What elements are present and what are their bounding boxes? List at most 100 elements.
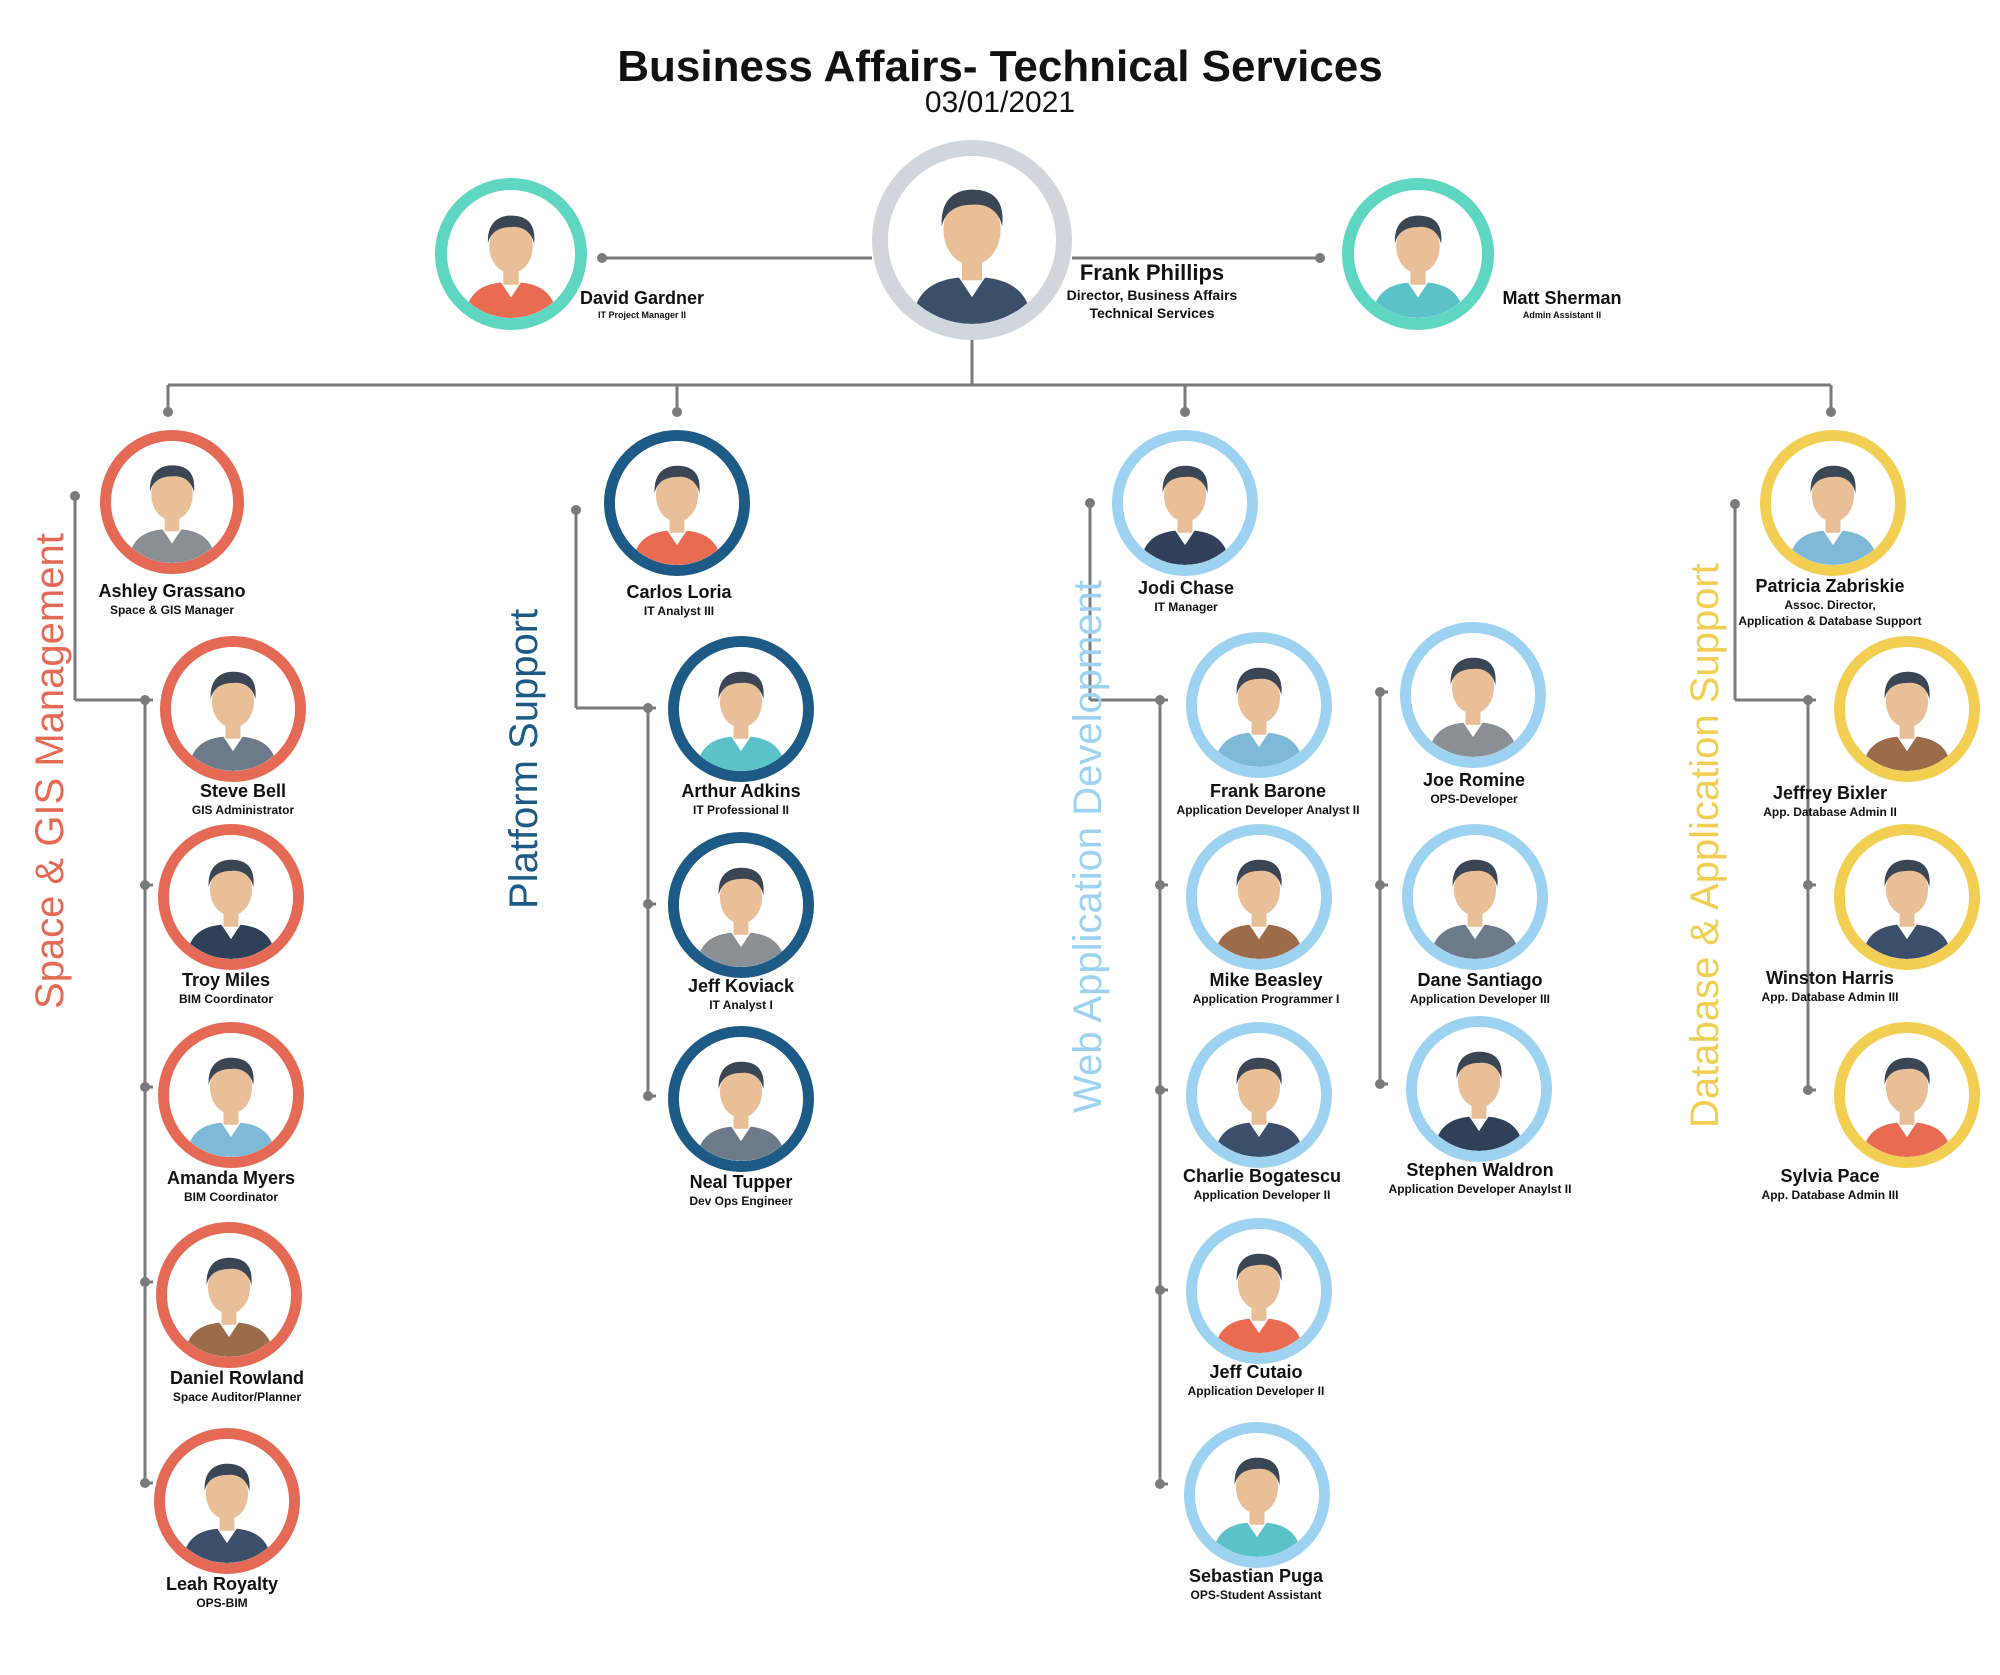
person-frank-barone: Frank Barone Application Developer Analy… xyxy=(1098,781,1438,818)
connector-dot xyxy=(597,253,607,263)
person-role: Application Programmer I xyxy=(1192,992,1340,1006)
person-icon xyxy=(1771,441,1895,565)
person-icon xyxy=(679,843,803,967)
person-role: Application Developer Anaylst II xyxy=(1388,1182,1572,1196)
person-amanda-myers: Amanda Myers BIM Coordinator xyxy=(61,1168,401,1205)
person-icon xyxy=(1197,1229,1321,1353)
person-role: IT Manager xyxy=(1154,600,1218,614)
person-icon xyxy=(1123,441,1247,565)
connector-dot xyxy=(1180,407,1190,417)
person-role: Application Developer II xyxy=(1187,1384,1325,1398)
person-role: Application Developer III xyxy=(1409,992,1551,1006)
person-icon xyxy=(1411,633,1535,757)
person-stephen-waldron: Stephen Waldron Application Developer An… xyxy=(1310,1160,1650,1197)
person-name: Charlie Bogatescu xyxy=(1182,1166,1342,1186)
chart-title: Business Affairs- Technical Services xyxy=(617,42,1383,91)
person-name: Sylvia Pace xyxy=(1780,1166,1880,1186)
avatar-daniel-rowland xyxy=(156,1222,302,1368)
person-name: Leah Royalty xyxy=(165,1574,279,1594)
person-role: App. Database Admin II xyxy=(1763,805,1897,819)
person-role: Admin Assistant II xyxy=(1522,310,1602,320)
connector-dot xyxy=(1803,880,1813,890)
avatar-troy-miles xyxy=(158,824,304,970)
person-sebastian-puga: Sebastian Puga OPS-Student Assistant xyxy=(1086,1566,1426,1603)
person-name: Neal Tupper xyxy=(689,1172,793,1192)
person-role: BIM Coordinator xyxy=(179,992,273,1006)
person-role: Application Developer Analyst II xyxy=(1176,803,1360,817)
person-role: IT Professional II xyxy=(692,803,790,817)
person-sylvia-pace: Sylvia Pace App. Database Admin III xyxy=(1660,1166,2000,1203)
person-icon xyxy=(169,1033,293,1157)
avatar-steve-bell xyxy=(160,636,306,782)
avatar-carlos-loria xyxy=(604,430,750,576)
avatar-jeffrey-bixler xyxy=(1834,636,1980,782)
person-name: Steve Bell xyxy=(199,781,287,801)
person-icon xyxy=(1197,1033,1321,1157)
avatar-winston-harris xyxy=(1834,824,1980,970)
avatar-jeff-cutaio xyxy=(1186,1218,1332,1364)
connector-dot xyxy=(1155,1285,1165,1295)
connector-dot xyxy=(140,695,150,705)
avatar-stephen-waldron xyxy=(1406,1016,1552,1162)
person-icon xyxy=(1354,190,1482,318)
person-role: Technical Services xyxy=(1089,305,1215,321)
avatar-jodi-chase xyxy=(1112,430,1258,576)
person-david-gardner: David Gardner IT Project Manager II xyxy=(472,288,812,321)
connector-dot xyxy=(643,703,653,713)
person-name: Sebastian Puga xyxy=(1188,1566,1324,1586)
person-name: Amanda Myers xyxy=(166,1168,296,1188)
person-winston-harris: Winston Harris App. Database Admin III xyxy=(1660,968,2000,1005)
person-name: Frank Phillips xyxy=(1079,260,1225,285)
person-role: GIS Administrator xyxy=(191,803,295,817)
person-role: Application Developer II xyxy=(1193,1188,1331,1202)
connector-dot xyxy=(163,407,173,417)
person-jodi-chase: Jodi Chase IT Manager xyxy=(1016,578,1356,615)
person-name: David Gardner xyxy=(579,288,705,308)
person-role: App. Database Admin III xyxy=(1761,1188,1899,1202)
dept-label-web-app: Web Application Development xyxy=(1066,580,1110,1113)
person-frank-phillips: Frank Phillips Director, Business Affair… xyxy=(982,260,1322,322)
person-icon xyxy=(1413,835,1537,959)
dept-label-database: Database & Application Support xyxy=(1683,563,1727,1128)
person-icon xyxy=(167,1233,291,1357)
connector-dot xyxy=(1803,1085,1813,1095)
person-joe-romine: Joe Romine OPS-Developer xyxy=(1304,770,1644,807)
person-jeff-cutaio: Jeff Cutaio Application Developer II xyxy=(1086,1362,1426,1399)
connector-dot xyxy=(643,1091,653,1101)
connector-dot xyxy=(140,880,150,890)
person-role: OPS-Developer xyxy=(1430,792,1518,806)
person-name: Joe Romine xyxy=(1422,770,1526,790)
person-role: IT Analyst III xyxy=(643,604,715,618)
avatar-frank-barone xyxy=(1186,632,1332,778)
person-role: Application & Database Support xyxy=(1738,614,1922,628)
avatar-leah-royalty xyxy=(154,1428,300,1574)
person-name: Mike Beasley xyxy=(1209,970,1323,990)
connector-dot xyxy=(1155,880,1165,890)
person-role: Space Auditor/Planner xyxy=(172,1390,302,1404)
avatar-frank-phillips xyxy=(872,140,1072,340)
person-icon xyxy=(447,190,575,318)
person-icon xyxy=(111,441,233,563)
person-dane-santiago: Dane Santiago Application Developer III xyxy=(1310,970,1650,1007)
person-name: Arthur Adkins xyxy=(681,781,801,801)
person-icon xyxy=(1197,835,1321,959)
person-carlos-loria: Carlos Loria IT Analyst III xyxy=(509,582,849,619)
person-icon xyxy=(1845,835,1969,959)
person-name: Jodi Chase xyxy=(1137,578,1235,598)
person-icon xyxy=(1417,1027,1541,1151)
person-role: OPS-Student Assistant xyxy=(1190,1588,1322,1602)
person-name: Winston Harris xyxy=(1766,968,1894,988)
person-role: IT Analyst I xyxy=(709,998,773,1012)
person-matt-sherman: Matt Sherman Admin Assistant II xyxy=(1392,288,1732,321)
person-steve-bell: Steve Bell GIS Administrator xyxy=(73,781,413,818)
person-name: Stephen Waldron xyxy=(1406,1160,1554,1180)
person-role: OPS-BIM xyxy=(196,1596,248,1610)
person-icon xyxy=(888,156,1056,324)
person-ashley-grassano: Ashley Grassano Space & GIS Manager xyxy=(2,581,342,618)
person-name: Jeff Koviack xyxy=(687,976,795,996)
person-name: Jeffrey Bixler xyxy=(1772,783,1888,803)
connector-dot xyxy=(1315,253,1325,263)
connector-dot xyxy=(643,899,653,909)
